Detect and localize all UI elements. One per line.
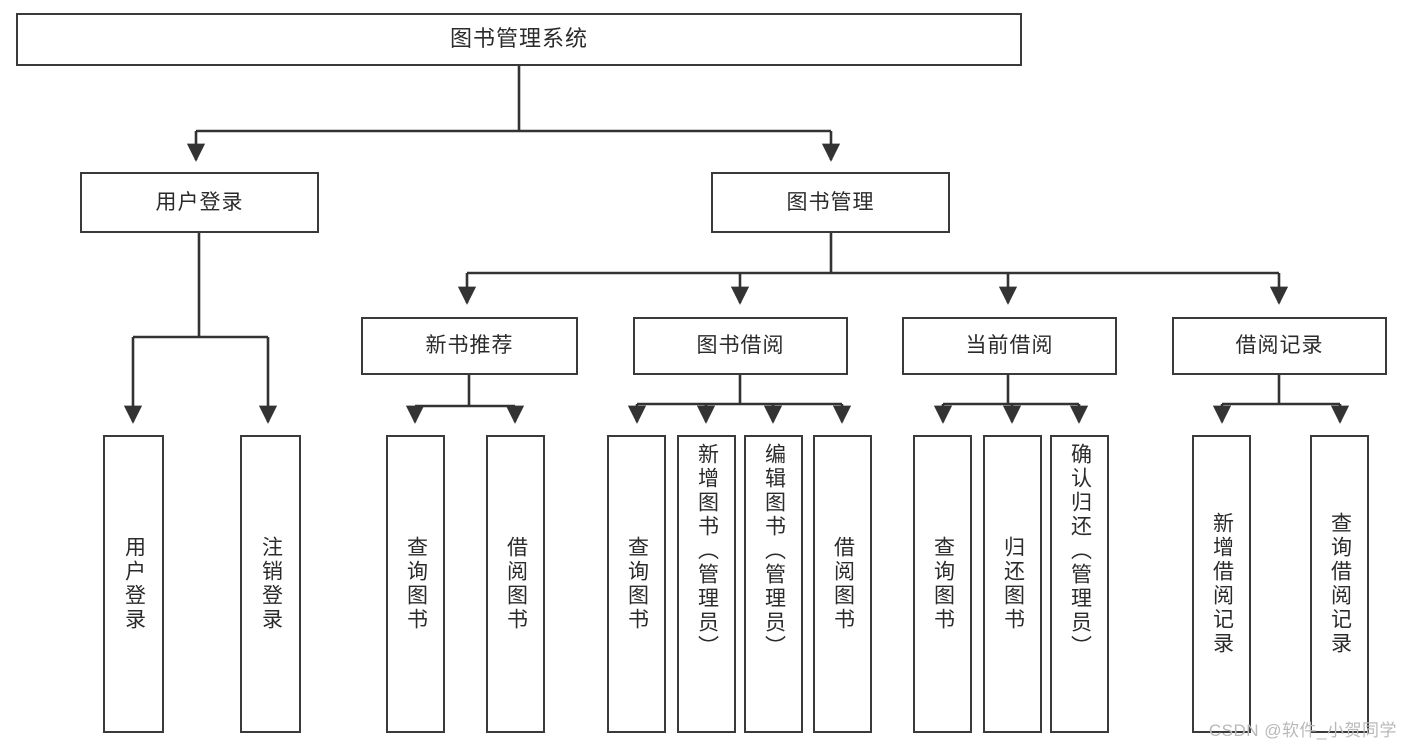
node-label: 确认归还（管理员） xyxy=(1068,443,1092,659)
node-label: 借阅图书 xyxy=(831,536,855,632)
node-label: 查询图书 xyxy=(625,536,649,632)
leaf-new-book-borrow[interactable]: 借阅图书 xyxy=(486,435,545,733)
node-label: 新增图书（管理员） xyxy=(695,443,719,659)
node-label: 归还图书 xyxy=(1001,536,1025,632)
leaf-book-borrow-query[interactable]: 查询图书 xyxy=(607,435,666,733)
leaf-new-book-query[interactable]: 查询图书 xyxy=(386,435,445,733)
node-new-book-recommend[interactable]: 新书推荐 xyxy=(361,317,578,375)
node-label: 查询图书 xyxy=(931,536,955,632)
node-label: 借阅记录 xyxy=(1235,334,1324,358)
leaf-borrow-record-query[interactable]: 查询借阅记录 xyxy=(1310,435,1369,733)
node-book-borrow[interactable]: 图书借阅 xyxy=(633,317,848,375)
leaf-book-borrow-add[interactable]: 新增图书（管理员） xyxy=(677,435,736,733)
node-label: 注销登录 xyxy=(259,536,283,632)
leaf-current-borrow-confirm-return[interactable]: 确认归还（管理员） xyxy=(1050,435,1109,733)
node-label: 查询借阅记录 xyxy=(1328,512,1352,656)
leaf-user-login-login[interactable]: 用户登录 xyxy=(103,435,164,733)
node-label: 新书推荐 xyxy=(425,334,514,358)
leaf-current-borrow-query[interactable]: 查询图书 xyxy=(913,435,972,733)
node-current-borrow[interactable]: 当前借阅 xyxy=(902,317,1117,375)
node-label: 用户登录 xyxy=(155,190,244,214)
node-label: 借阅图书 xyxy=(504,536,528,632)
leaf-user-login-logout[interactable]: 注销登录 xyxy=(240,435,301,733)
node-label: 图书管理 xyxy=(786,190,875,214)
node-root-system[interactable]: 图书管理系统 xyxy=(16,13,1022,66)
node-label: 用户登录 xyxy=(122,536,146,632)
node-label: 图书借阅 xyxy=(696,334,785,358)
leaf-current-borrow-return[interactable]: 归还图书 xyxy=(983,435,1042,733)
node-label: 当前借阅 xyxy=(965,334,1054,358)
leaf-book-borrow-edit[interactable]: 编辑图书（管理员） xyxy=(744,435,803,733)
node-user-login[interactable]: 用户登录 xyxy=(80,172,319,233)
node-label: 查询图书 xyxy=(404,536,428,632)
leaf-book-borrow-lend[interactable]: 借阅图书 xyxy=(813,435,872,733)
csdn-watermark: CSDN @软件_小贺同学 xyxy=(1208,721,1397,740)
node-book-management[interactable]: 图书管理 xyxy=(711,172,950,233)
node-label: 编辑图书（管理员） xyxy=(762,443,786,659)
node-label: 图书管理系统 xyxy=(449,26,588,52)
node-borrow-records[interactable]: 借阅记录 xyxy=(1172,317,1387,375)
node-label: 新增借阅记录 xyxy=(1210,512,1234,656)
leaf-borrow-record-add[interactable]: 新增借阅记录 xyxy=(1192,435,1251,733)
